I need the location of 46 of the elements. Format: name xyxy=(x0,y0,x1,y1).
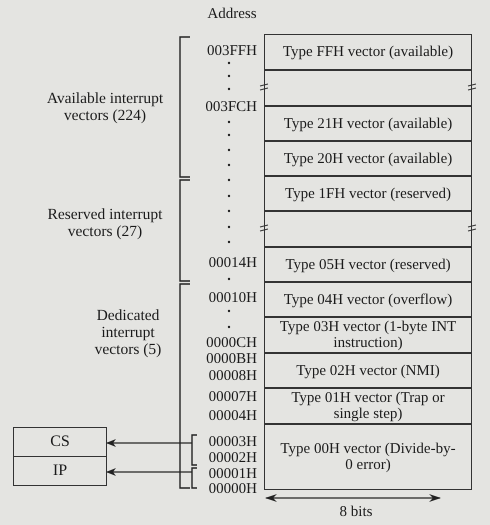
vector-row xyxy=(264,353,472,388)
vector-row xyxy=(264,141,472,176)
vector-label: Type 02H vector (NMI) xyxy=(296,362,440,378)
vector-row xyxy=(264,317,472,353)
vector-label: Type 03H vector (1-byte INT instruction) xyxy=(278,319,458,351)
address-label: 00001H xyxy=(208,466,257,482)
vector-row xyxy=(264,424,472,490)
address-label: 0000CH xyxy=(206,335,257,351)
dimension-label: 8 bits xyxy=(340,504,372,520)
vector-row xyxy=(264,247,472,282)
vector-label: Type 20H vector (available) xyxy=(284,150,452,166)
vector-label: Type 21H vector (available) xyxy=(284,116,452,132)
address-label: 00014H xyxy=(208,255,257,271)
register-name: IP xyxy=(52,463,68,479)
vector-row xyxy=(264,176,472,211)
vector-row xyxy=(264,388,472,424)
address-label: 00007H xyxy=(208,389,257,405)
vector-label: Type 05H vector (reserved) xyxy=(285,256,451,272)
address-label: 0000BH xyxy=(206,351,257,367)
address-label: 00002H xyxy=(208,450,257,466)
group-label: Reserved interrupt vectors (27) xyxy=(46,206,164,240)
address-label: 003FFH xyxy=(206,43,257,59)
group-label: Available interrupt vectors (224) xyxy=(46,90,164,124)
vector-label: Type 01H vector (Trap or single step) xyxy=(290,390,446,422)
address-label: 00008H xyxy=(208,368,257,384)
address-label: 003FCH xyxy=(205,99,257,115)
register-box xyxy=(13,456,107,486)
vector-label: Type FFH vector (available) xyxy=(282,44,454,60)
vector-row xyxy=(264,282,472,317)
address-label: 00003H xyxy=(208,434,257,450)
register-box xyxy=(13,427,107,457)
address-label: 00000H xyxy=(208,481,257,497)
vector-row xyxy=(264,106,472,141)
arrow xyxy=(106,439,192,447)
vector-label: Type 04H vector (overflow) xyxy=(284,292,452,308)
group-label: Dedicated interrupt vectors (5) xyxy=(94,307,162,358)
address-label: 00010H xyxy=(208,290,257,306)
vector-row xyxy=(264,34,472,70)
memory-row xyxy=(264,70,472,106)
address-label: 00004H xyxy=(208,408,257,424)
vector-label: Type 00H vector (Divide-by-0 error) xyxy=(279,441,457,473)
register-name: CS xyxy=(50,434,70,450)
memory-row xyxy=(264,211,472,247)
arrow xyxy=(106,468,192,476)
column-heading: Address xyxy=(207,6,257,22)
vector-label: Type 1FH vector (reserved) xyxy=(285,186,451,202)
